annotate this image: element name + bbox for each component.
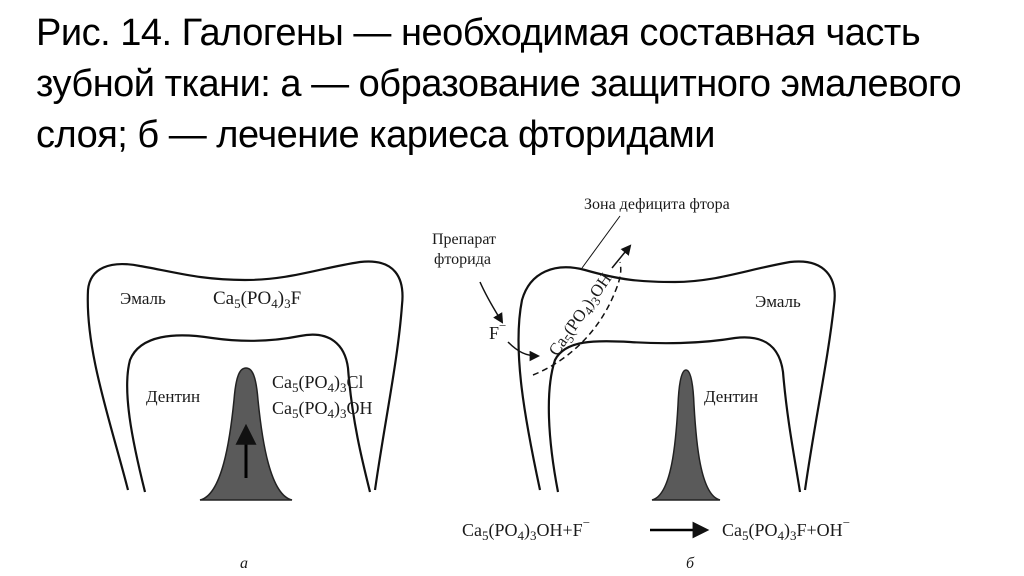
caption-a: а [240,555,248,572]
formula-diagonal-b: Ca5(PO4)3OH [545,270,618,361]
label-enamel-a: Эмаль [120,289,166,308]
formula-oh-a: Ca5(PO4)3OH [272,398,373,421]
tooth-b-outer-outline [517,260,836,491]
tooth-a-inner-outline [126,333,372,493]
formula-cl-a: Ca5(PO4)3Cl [272,372,364,395]
deficit-zone-pointer [581,215,621,269]
tooth-a [86,260,404,493]
formula-enamel-a: Ca5(PO4)3F [213,288,301,311]
preparation-arrow [479,281,504,324]
tooth-b [517,260,836,493]
figure-title: Рис. 14. Галогены — необходимая составна… [36,12,962,156]
tooth-a-outer-outline [86,260,404,491]
label-enamel-b: Эмаль [755,292,801,311]
caption-b: б [686,555,695,572]
label-preparation-2: фторида [434,251,491,268]
label-dentin-a: Дентин [146,387,200,406]
reaction-left: Ca5(PO4)3OH+F− [462,515,590,543]
label-preparation-1: Препарат [432,231,496,248]
label-dentin-b: Дентин [704,387,758,406]
label-fluoride-ion: F− [489,318,506,343]
label-deficit-zone: Зона дефицита фтора [584,196,730,213]
pulp-b [651,369,721,501]
diagonal-arrow [611,244,632,269]
fluoride-arrow [507,341,541,362]
reaction-right: Ca5(PO4)3F+OH− [722,515,850,543]
tooth-b-inner-outline [547,336,802,493]
